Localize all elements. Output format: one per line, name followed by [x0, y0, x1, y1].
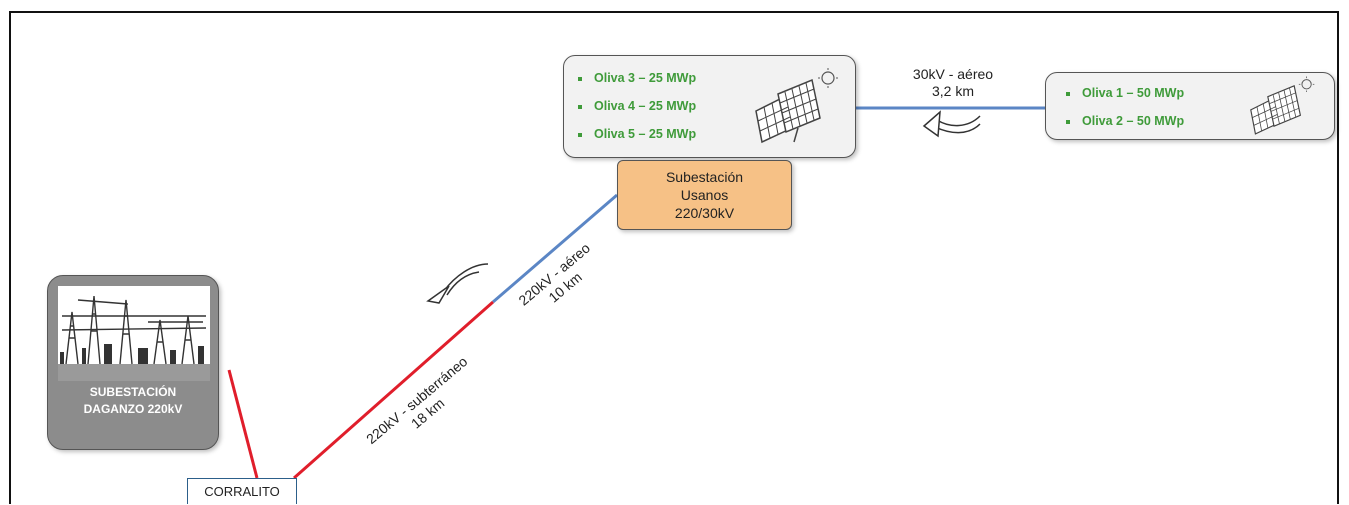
solar-panel-icon — [1250, 76, 1315, 135]
line-label-voltage: 30kV - aéreo — [912, 66, 994, 82]
flow-arrow-icon — [426, 263, 489, 304]
substation-yard-icon — [58, 286, 210, 381]
substation-photo — [58, 286, 210, 381]
plant-list: Oliva 3 – 25 MWp Oliva 4 – 25 MWp Oliva … — [578, 64, 696, 148]
underground-line-corralito-daganzo — [227, 369, 259, 479]
plant-label: Oliva 3 – 25 MWp — [594, 71, 697, 85]
substation-label-line1: Subestación — [665, 169, 744, 185]
list-item: Oliva 2 – 50 MWp — [1066, 107, 1184, 135]
overhead-line-220kv — [492, 193, 618, 304]
plant-label: Oliva 2 – 50 MWp — [1082, 114, 1185, 128]
substation-label-line3: 220/30kV — [674, 205, 735, 221]
substation-label-line2: Usanos — [680, 187, 729, 203]
list-item: Oliva 5 – 25 MWp — [578, 120, 696, 148]
substation-usanos: Subestación Usanos 220/30kV — [617, 160, 792, 230]
plant-label: Oliva 4 – 25 MWp — [594, 99, 697, 113]
underground-line-220kv — [293, 300, 494, 480]
line-label-30kv: 30kV - aéreo 3,2 km — [888, 66, 1018, 100]
plant-group-box: Oliva 1 – 50 MWp Oliva 2 – 50 MWp — [1045, 72, 1335, 140]
plant-group-box: Oliva 3 – 25 MWp Oliva 4 – 25 MWp Oliva … — [563, 55, 856, 158]
flow-arrow-icon — [922, 110, 981, 138]
substation-label-line1: SUBESTACIÓN — [89, 385, 177, 399]
list-item: Oliva 1 – 50 MWp — [1066, 79, 1184, 107]
plant-list: Oliva 1 – 50 MWp Oliva 2 – 50 MWp — [1066, 79, 1184, 135]
node-label: CORRALITO — [204, 484, 280, 499]
substation-daganzo: SUBESTACIÓN DAGANZO 220kV — [47, 275, 219, 450]
plant-label: Oliva 5 – 25 MWp — [594, 127, 697, 141]
line-label-length: 3,2 km — [931, 83, 974, 99]
solar-panel-icon — [755, 68, 838, 144]
diagram-frame — [9, 11, 1339, 504]
substation-title: SUBESTACIÓN DAGANZO 220kV — [48, 384, 218, 418]
node-corralito: CORRALITO — [187, 478, 297, 504]
list-item: Oliva 4 – 25 MWp — [578, 92, 696, 120]
list-item: Oliva 3 – 25 MWp — [578, 64, 696, 92]
substation-label-line2: DAGANZO 220kV — [83, 402, 183, 416]
plant-label: Oliva 1 – 50 MWp — [1082, 86, 1185, 100]
